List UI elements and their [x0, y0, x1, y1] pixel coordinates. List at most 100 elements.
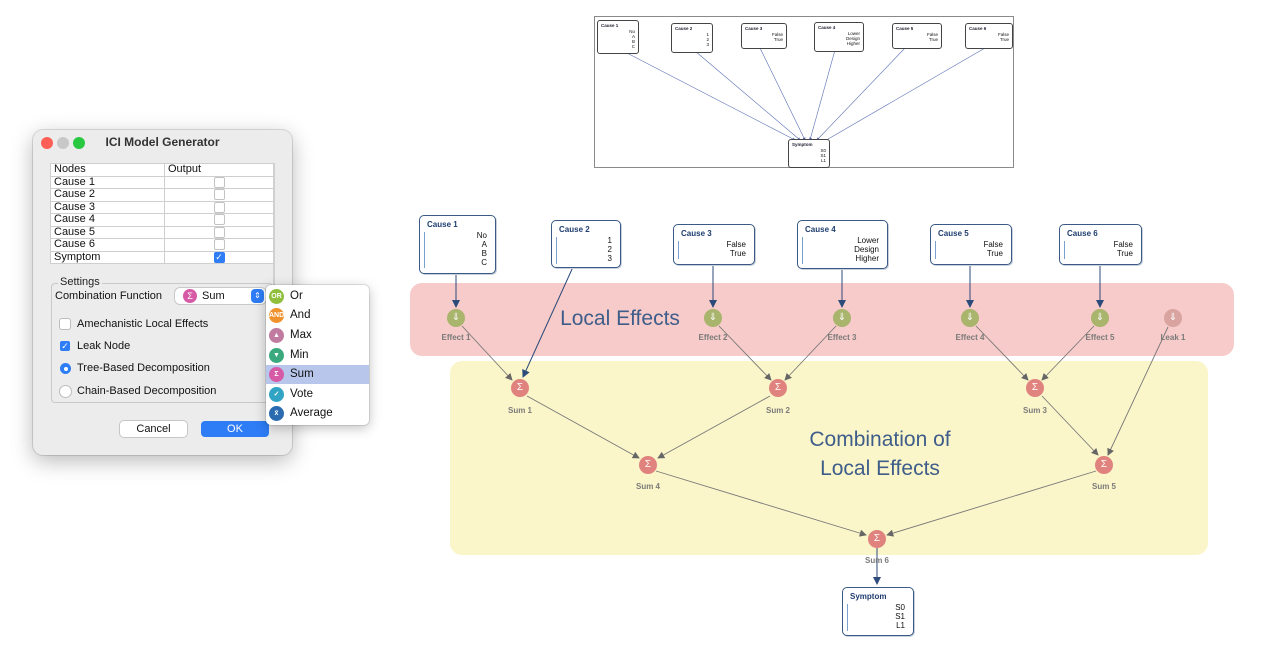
node-state: Higher: [855, 254, 879, 263]
thumb-node-title: Cause 2: [675, 26, 693, 31]
combination-function-select[interactable]: Σ Sum ⇕: [175, 288, 266, 304]
output-checkbox[interactable]: ✓: [213, 251, 225, 263]
tree-decomposition-radio[interactable]: [60, 363, 71, 374]
node-name-cell: Symptom: [50, 250, 165, 264]
sum-6-node[interactable]: Σ: [868, 530, 886, 548]
cancel-button[interactable]: Cancel: [120, 421, 187, 437]
sum-3-node-label: Sum 3: [1022, 406, 1047, 415]
leak-node-label: Leak Node: [77, 340, 131, 352]
sum-4-node-label: Sum 4: [635, 482, 660, 491]
node-state: True: [986, 249, 1003, 258]
state-bar: [935, 241, 936, 259]
sum-3-node[interactable]: Σ: [1026, 379, 1044, 397]
chain-decomposition-radio[interactable]: [60, 386, 71, 397]
menu-item-average[interactable]: x̄Average: [266, 404, 369, 423]
thumb-node-state: False: [997, 32, 1009, 37]
table-row[interactable]: Cause 1: [50, 175, 274, 189]
node-title: Cause 1: [427, 220, 458, 229]
sum-icon: Σ: [269, 367, 284, 382]
state-bar: [802, 237, 803, 264]
output-checkbox[interactable]: [213, 201, 225, 213]
menu-item-min[interactable]: ▼Min: [266, 346, 369, 365]
sum-4-node[interactable]: Σ: [639, 456, 657, 474]
output-checkbox[interactable]: [213, 189, 225, 201]
close-window-button[interactable]: [41, 137, 53, 149]
sum-6-node-label: Sum 6: [864, 556, 889, 565]
chain-decomposition-label: Chain-Based Decomposition: [77, 385, 217, 397]
leak-1-node[interactable]: ⇓: [1164, 309, 1182, 327]
effect-4-node[interactable]: ⇓: [961, 309, 979, 327]
node-name-cell: Cause 1: [50, 175, 165, 189]
table-row[interactable]: Cause 3: [50, 200, 274, 214]
output-column-header[interactable]: Output: [164, 163, 274, 177]
effect-3-node[interactable]: ⇓: [833, 309, 851, 327]
dialog-title: ICI Model Generator: [105, 135, 220, 149]
menu-item-max[interactable]: ▲Max: [266, 326, 369, 345]
thumb-node-state: True: [999, 37, 1009, 42]
output-checkbox[interactable]: [213, 239, 225, 251]
effect-2-node[interactable]: ⇓: [704, 309, 722, 327]
average-icon: x̄: [269, 406, 284, 421]
node-state: Design: [854, 245, 879, 254]
thumb-node-state: No: [629, 29, 635, 34]
amechanistic-checkbox[interactable]: [60, 319, 70, 329]
table-row[interactable]: Cause 6: [50, 238, 274, 252]
effect-3-node-label: Effect 3: [827, 333, 857, 342]
sum-5-node[interactable]: Σ: [1095, 456, 1113, 474]
output-cell: [164, 213, 274, 227]
thumb-node-title: Cause 6: [969, 26, 987, 31]
amechanistic-label: Amechanistic Local Effects: [77, 318, 209, 330]
node-name-cell: Cause 2: [50, 188, 165, 202]
thumb-node-state: True: [773, 37, 783, 42]
effect-1-node[interactable]: ⇓: [447, 309, 465, 327]
zoom-window-button[interactable]: [73, 137, 85, 149]
menu-item-vote[interactable]: ✓Vote: [266, 385, 369, 404]
node-state: No: [476, 231, 487, 240]
table-row[interactable]: Symptom ✓: [50, 250, 274, 264]
node-state: 3: [607, 254, 612, 263]
nodes-column-header[interactable]: Nodes: [50, 163, 165, 177]
table-row[interactable]: Cause 5: [50, 225, 274, 239]
table-scrollbar[interactable]: [273, 163, 275, 300]
leak-node-checkbox[interactable]: ✓: [60, 341, 70, 351]
combination-function-value: Sum: [202, 290, 225, 302]
thumb-node-state: S0: [820, 148, 826, 153]
effect-4-node-label: Effect 4: [955, 333, 985, 342]
node-state: B: [481, 249, 487, 258]
minimize-window-button[interactable]: [57, 137, 69, 149]
ici-model-generator-dialog: ICI Model Generator Nodes Output Cause 1…: [33, 130, 292, 455]
max-icon: ▲: [269, 328, 284, 343]
sum-1-node[interactable]: Σ: [511, 379, 529, 397]
ok-button[interactable]: OK: [201, 421, 269, 437]
output-checkbox[interactable]: [213, 176, 225, 188]
node-name-cell: Cause 5: [50, 225, 165, 239]
thumb-node-state: C: [631, 44, 635, 49]
sum-2-node[interactable]: Σ: [769, 379, 787, 397]
node-name-cell: Cause 6: [50, 238, 165, 252]
effect-5-node[interactable]: ⇓: [1091, 309, 1109, 327]
output-checkbox[interactable]: [213, 214, 225, 226]
table-row[interactable]: Cause 2: [50, 188, 274, 202]
thumb-node-state: A: [631, 34, 635, 39]
table-row[interactable]: Cause 4: [50, 213, 274, 227]
node-name-cell: Cause 4: [50, 213, 165, 227]
effect-5-node-label: Effect 5: [1085, 333, 1115, 342]
output-checkbox[interactable]: [213, 226, 225, 238]
